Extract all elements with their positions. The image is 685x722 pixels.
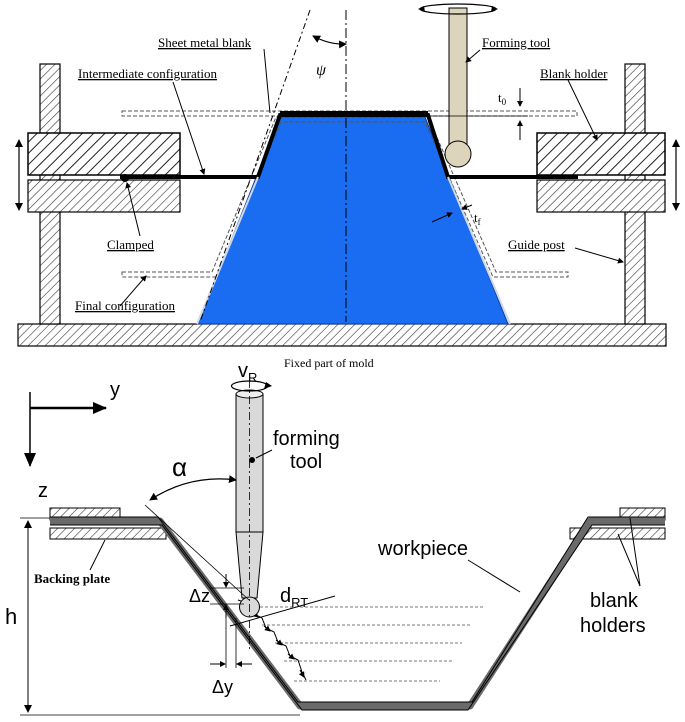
label-delta-y: Δy: [212, 677, 233, 697]
label-guide-post: Guide post: [508, 237, 565, 252]
leader-blank-holders-1: [629, 517, 641, 587]
leader-sheet-blank: [263, 48, 271, 114]
sheet-side-edge: [196, 176, 511, 325]
label-forming-tool: Forming tool: [482, 35, 551, 50]
leader-forming-tool: [465, 49, 481, 63]
rotation-arrowhead-left: [418, 6, 425, 12]
blank-holder-left-lower: [27, 179, 181, 213]
alpha-ref-line: [144, 504, 250, 601]
clamp-point: [121, 174, 129, 182]
top-diagram: Sheet metal blank Intermediate configura…: [15, 3, 680, 370]
label-forming-tool-line2: tool: [290, 451, 322, 473]
forming-tool-shaft: [448, 7, 468, 157]
label-clamped: Clamped: [107, 237, 154, 252]
wall-angle-line: [199, 9, 311, 323]
label-blank-holder: Blank holder: [540, 66, 608, 81]
label-drt: dRT: [280, 585, 308, 610]
label-z-axis: z: [38, 480, 48, 502]
leader-clamped: [125, 182, 141, 237]
blank-holder-right-lower: [536, 179, 666, 213]
label-blank-holders-line1: blank: [590, 590, 639, 612]
label-intermediate-configuration: Intermediate configuration: [78, 66, 217, 81]
leader-workpiece: [467, 559, 521, 593]
label-h: h: [5, 604, 17, 629]
workpiece-outline: [50, 516, 665, 711]
backing-plate-right: [569, 527, 666, 540]
label-sheet-metal-blank: Sheet metal blank: [158, 35, 252, 50]
label-workpiece: workpiece: [377, 538, 468, 560]
forming-tool-tip: [444, 140, 472, 168]
label-final-configuration: Final configuration: [75, 298, 176, 313]
psi-angle-arc: [312, 35, 347, 49]
leader-guide-post: [574, 247, 624, 264]
label-tf: tf: [474, 210, 481, 227]
tf-arrow-out: [461, 204, 473, 210]
toolpath-levels: [250, 606, 485, 682]
forming-tool-taper: [235, 531, 264, 599]
leader-intermediate: [172, 81, 206, 175]
workpiece-sheet: [50, 517, 665, 710]
blank-holder-left-upper: [27, 132, 181, 176]
label-blank-holders-line2: holders: [580, 615, 646, 637]
rotation-arrowhead: [491, 6, 498, 12]
label-alpha: α: [172, 452, 187, 482]
label-y-axis: y: [110, 379, 120, 401]
label-forming-tool-line1: forming: [273, 428, 340, 450]
label-t0: t0: [498, 90, 507, 107]
bottom-diagram: y z h: [5, 360, 666, 716]
leader-forming-tool-bottom: [255, 449, 273, 459]
drt-line: [229, 595, 336, 627]
leader-final-config: [119, 275, 147, 307]
label-delta-z: Δz: [189, 586, 210, 606]
leader-backing-plate: [89, 539, 106, 571]
label-fixed-part-of-mold: Fixed part of mold: [284, 356, 374, 370]
tf-arrow-in: [431, 212, 453, 223]
alpha-arc: [149, 475, 237, 501]
blank-holder-right-upper: [536, 132, 666, 176]
leader-blank-holders-2: [617, 533, 641, 587]
label-backing-plate: Backing plate: [34, 571, 110, 586]
vr-arrowhead: [264, 382, 272, 389]
fixed-mold-base: [17, 323, 667, 347]
step-arrows: [251, 611, 305, 678]
backing-plate-left: [49, 527, 167, 540]
label-vr: vR: [238, 360, 257, 385]
label-psi: ψ: [316, 62, 327, 79]
tool-pointer-dot: [249, 457, 255, 463]
leader-blank-holder: [567, 79, 598, 141]
